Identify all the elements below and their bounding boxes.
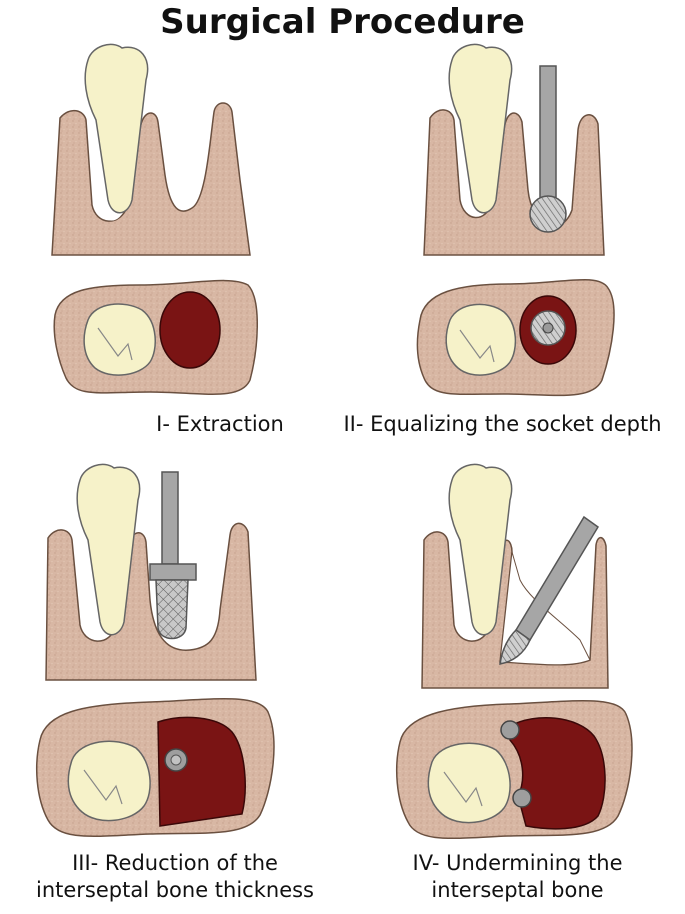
panel-1-extraction bbox=[51, 43, 258, 396]
crown-fissure bbox=[459, 329, 495, 363]
tooth bbox=[448, 463, 513, 636]
tooth bbox=[76, 463, 141, 636]
panel-4-undermining bbox=[396, 463, 633, 839]
bone-chisel-tip bbox=[499, 629, 531, 665]
bur-shaft-top-view bbox=[170, 754, 182, 766]
bur-collar bbox=[149, 563, 197, 581]
panel-1-caption: I- Extraction bbox=[156, 412, 284, 436]
crown-fissure bbox=[97, 327, 133, 361]
panel-3-caption-line2: interseptal bone thickness bbox=[35, 878, 314, 902]
panel-4-caption-line2: interseptal bone bbox=[431, 878, 604, 902]
bone-section bbox=[51, 102, 251, 256]
tooth bbox=[84, 43, 149, 214]
page-title: Surgical Procedure bbox=[160, 2, 525, 42]
fissure-bur-head bbox=[155, 579, 189, 640]
chisel-entry-point-lower bbox=[512, 788, 532, 808]
bur-shaft bbox=[161, 471, 179, 565]
tooth-crown-section bbox=[427, 742, 511, 824]
panel-4-caption-line1: IV- Undermining the bbox=[412, 851, 623, 875]
bone-section bbox=[45, 522, 257, 681]
panel-3-caption-line1: III- Reduction of the bbox=[72, 851, 278, 875]
bur-shaft-top-view bbox=[542, 322, 554, 334]
extraction-socket bbox=[159, 291, 221, 369]
tooth-crown-section bbox=[445, 303, 517, 376]
bone-section bbox=[421, 531, 609, 689]
panel-2-equalizing bbox=[416, 43, 615, 397]
tooth-crown-section bbox=[83, 303, 156, 376]
tooth bbox=[448, 43, 513, 214]
enlarged-socket bbox=[157, 716, 246, 827]
bone-section bbox=[423, 109, 605, 256]
crown-fissure bbox=[83, 769, 123, 805]
crown-fissure bbox=[443, 771, 483, 807]
tooth-crown-section bbox=[67, 740, 151, 822]
panel-3-reduction bbox=[36, 463, 275, 837]
undermined-socket bbox=[509, 716, 606, 830]
panel-2-caption: II- Equalizing the socket depth bbox=[343, 412, 662, 436]
chisel-entry-point-upper bbox=[500, 720, 520, 740]
round-bur-head bbox=[529, 195, 567, 233]
bur-shaft bbox=[539, 65, 557, 215]
